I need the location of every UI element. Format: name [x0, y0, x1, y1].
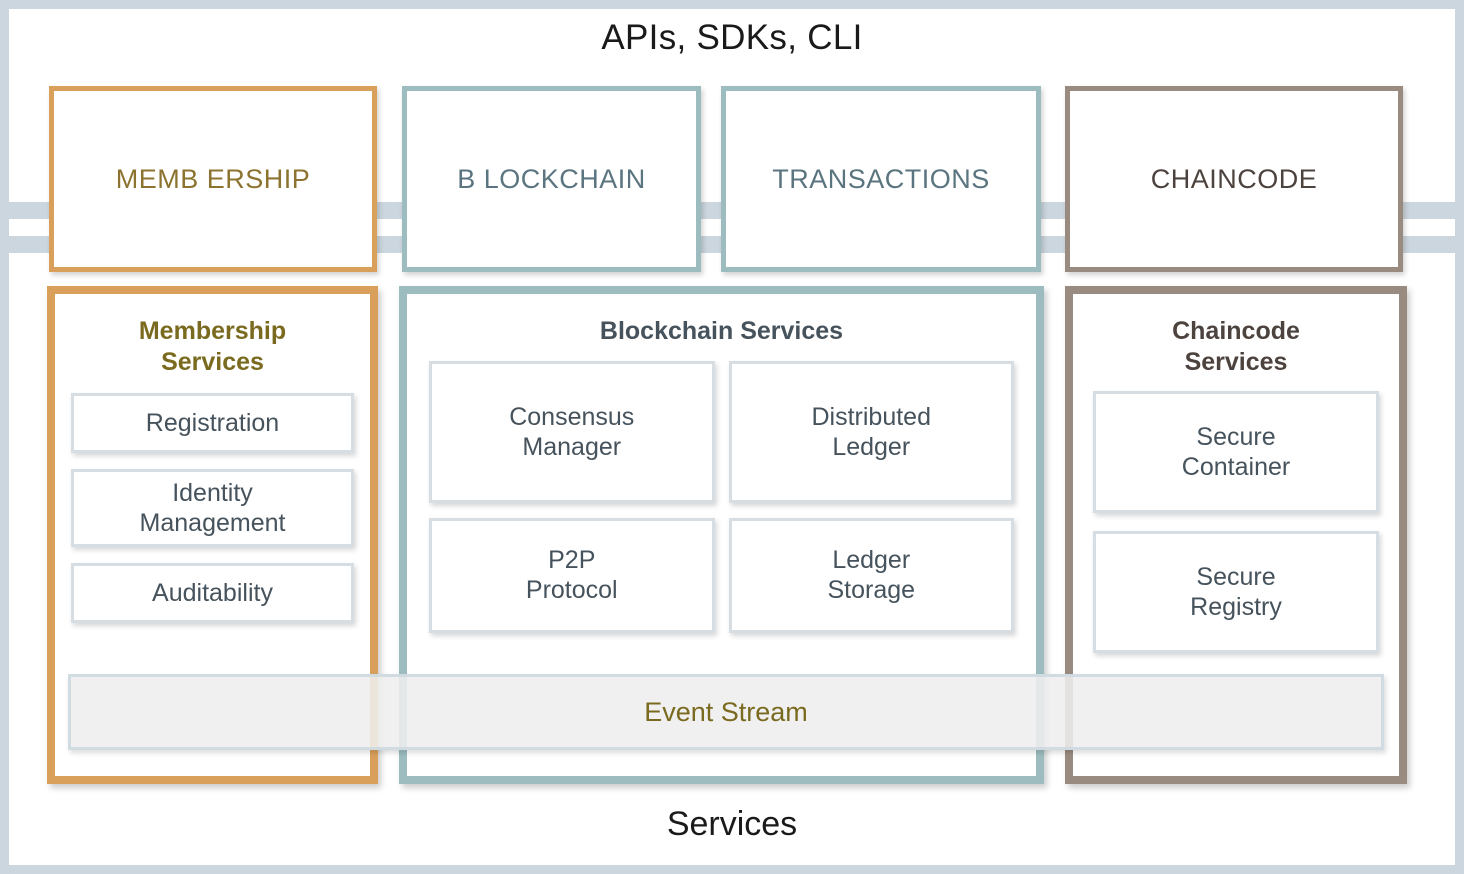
tile-registration[interactable]: Registration	[71, 393, 354, 453]
tile-ledger-storage[interactable]: Ledger Storage	[728, 517, 1014, 633]
tile-secure-container[interactable]: Secure Container	[1093, 391, 1379, 513]
blockchain-services-tiles: Consensus Manager Distributed Ledger P2P…	[429, 360, 1014, 633]
api-box-blockchain-label: B LOCKCHAIN	[457, 163, 646, 194]
event-stream-label: Event Stream	[644, 696, 808, 727]
tile-consensus-manager[interactable]: Consensus Manager	[429, 360, 715, 503]
api-box-transactions[interactable]: TRANSACTIONS	[721, 86, 1041, 272]
tile-secure-registry[interactable]: Secure Registry	[1093, 531, 1379, 653]
api-box-transactions-label: TRANSACTIONS	[772, 163, 990, 194]
api-box-membership[interactable]: MEMB ERSHIP	[49, 86, 377, 272]
chaincode-services-title: Chaincode Services	[1172, 317, 1300, 376]
tile-distributed-ledger[interactable]: Distributed Ledger	[728, 360, 1014, 503]
blockchain-services-title: Blockchain Services	[599, 317, 844, 345]
services-layer-title: Services	[666, 805, 798, 843]
chaincode-services-tiles: Secure Container Secure Registry	[1093, 391, 1379, 653]
api-layer-title: APIs, SDKs, CLI	[601, 18, 863, 57]
event-stream-bar[interactable]: Event Stream	[68, 674, 1384, 750]
membership-services-title: Membership Services	[138, 317, 287, 376]
tile-identity-management[interactable]: Identity Management	[71, 469, 354, 547]
api-box-blockchain[interactable]: B LOCKCHAIN	[402, 86, 701, 272]
api-box-chaincode[interactable]: CHAINCODE	[1065, 86, 1403, 272]
membership-services-tiles: Registration Identity Management Auditab…	[71, 393, 354, 623]
tile-p2p-protocol[interactable]: P2P Protocol	[429, 517, 715, 633]
tile-auditability[interactable]: Auditability	[71, 563, 354, 623]
api-box-membership-label: MEMB ERSHIP	[115, 163, 311, 194]
api-box-chaincode-label: CHAINCODE	[1150, 163, 1318, 194]
api-layer-row: MEMB ERSHIP B LOCKCHAIN TRANSACTIONS CHA…	[0, 86, 1464, 276]
